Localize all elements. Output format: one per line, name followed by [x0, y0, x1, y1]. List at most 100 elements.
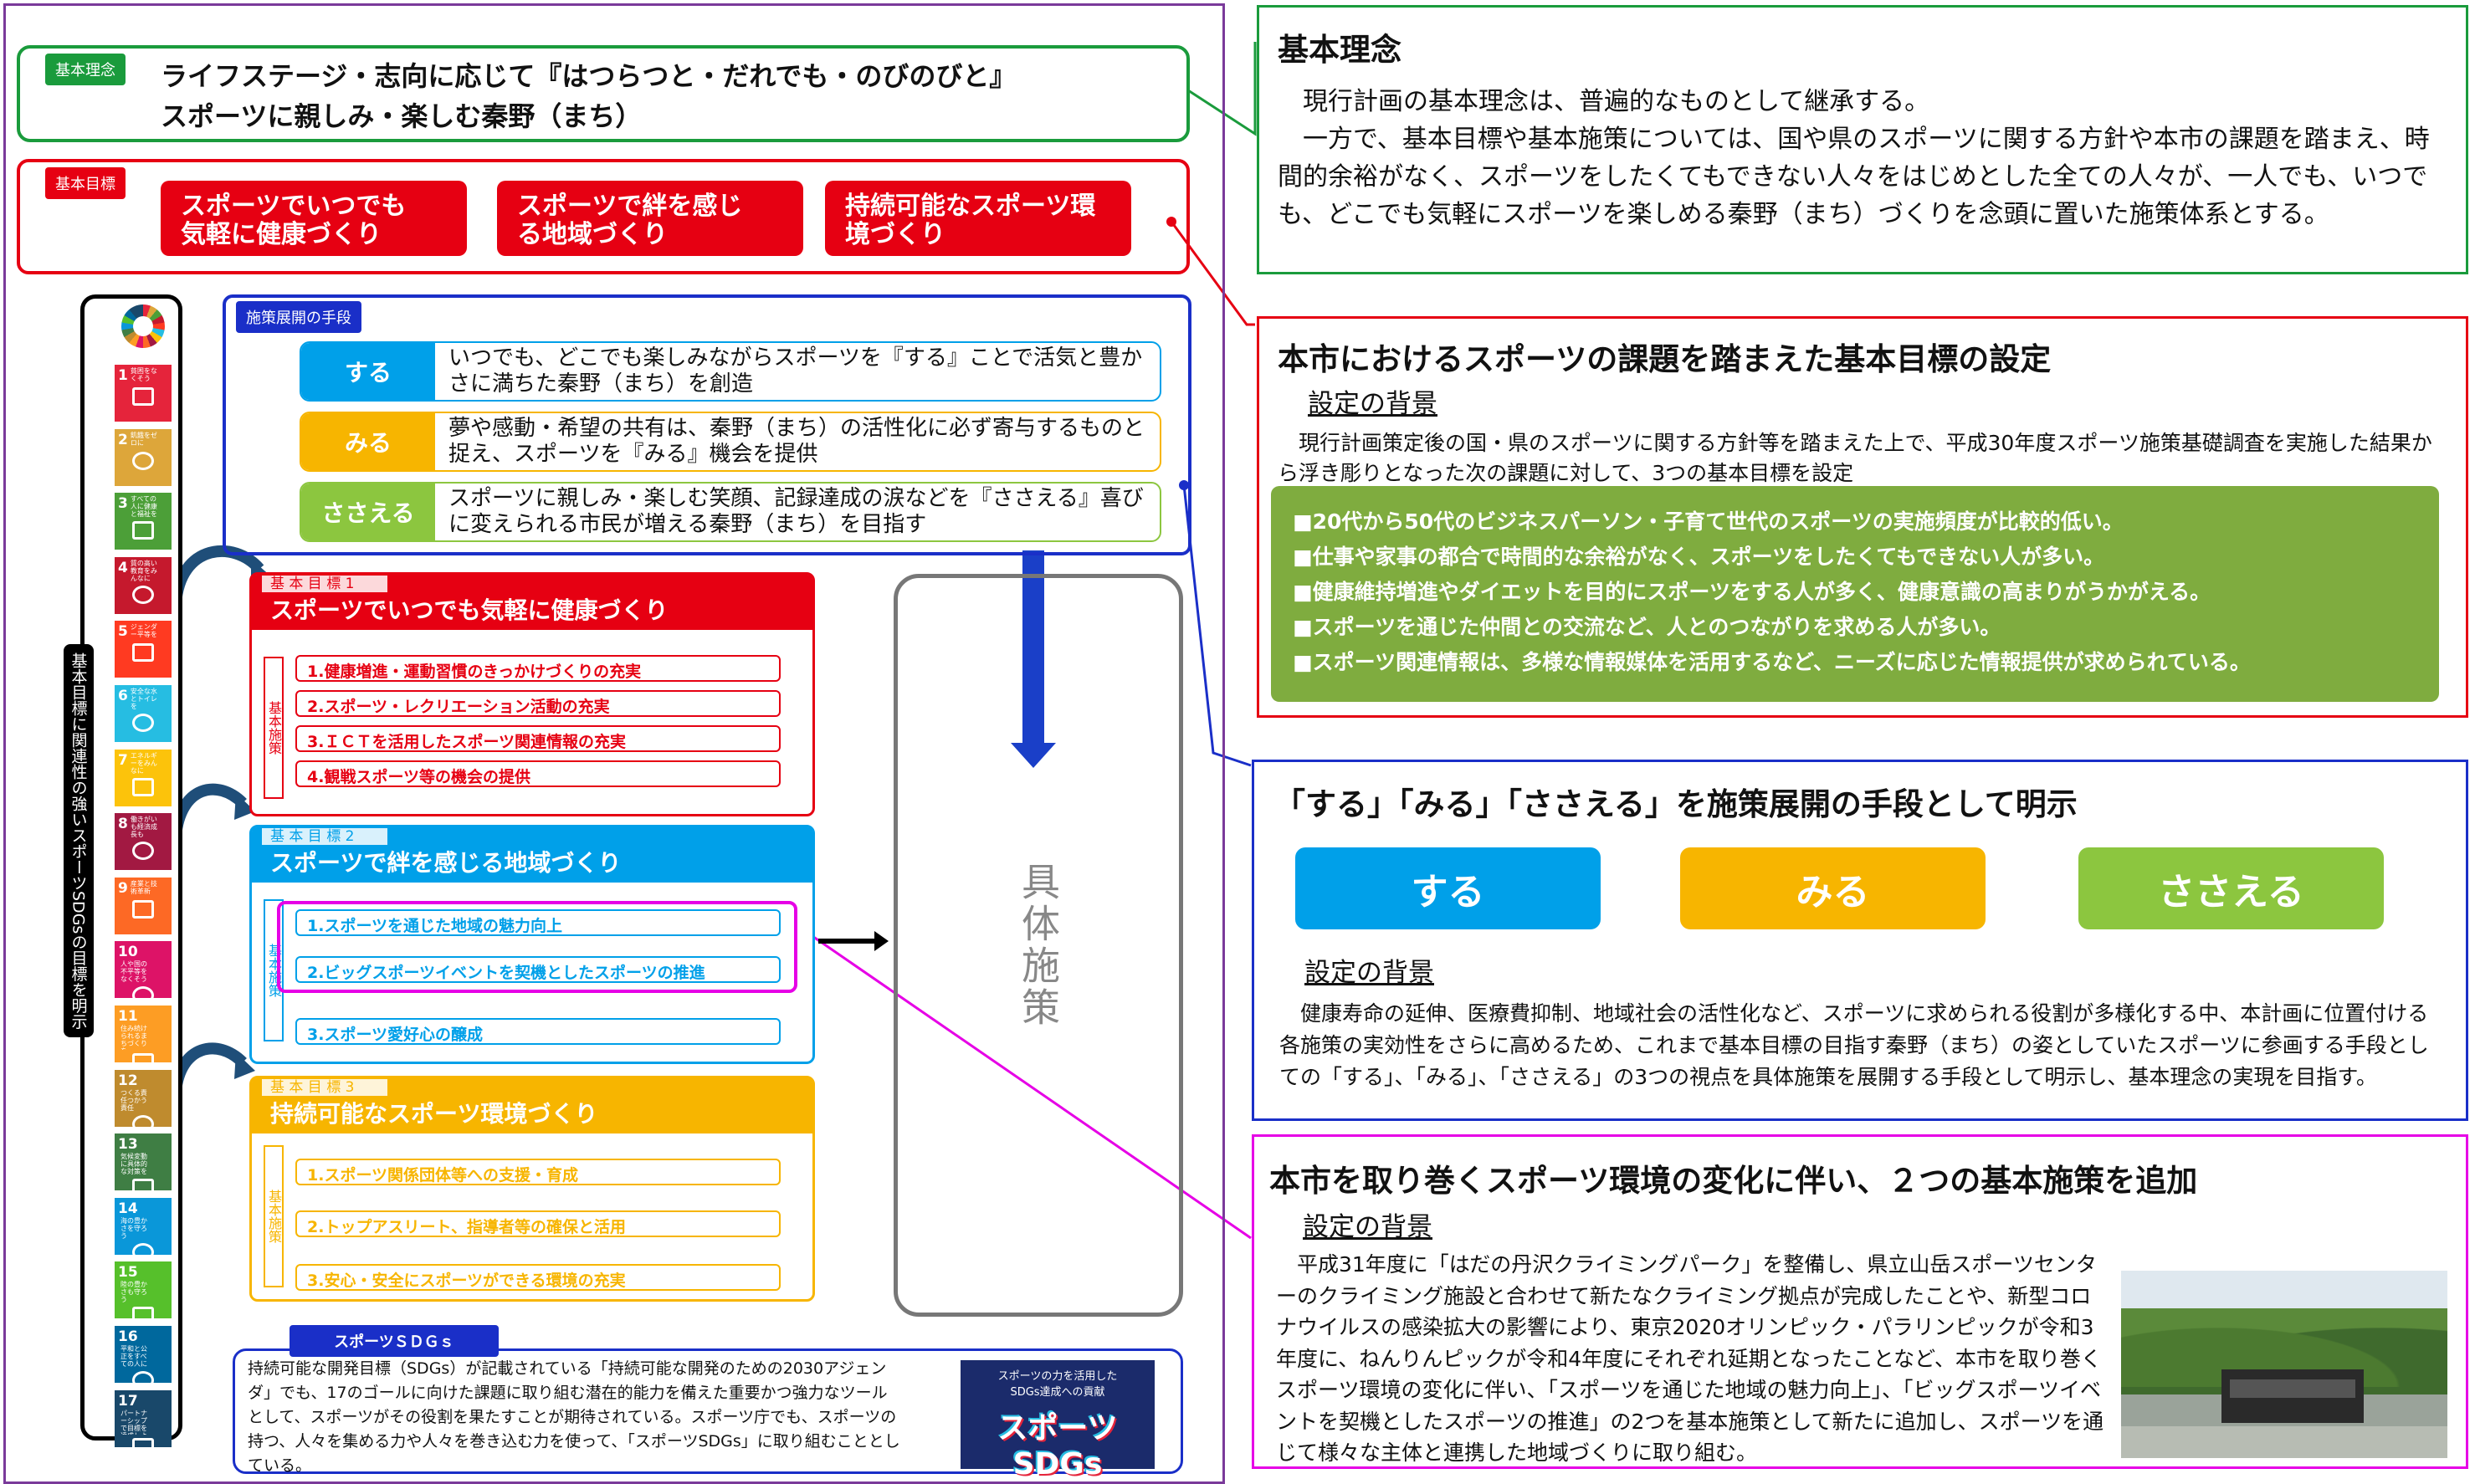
sdg-number: 8 [118, 816, 128, 833]
mode-suru[interactable]: するいつでも、どこでも楽しみながらスポーツを『する』ことで活気と豊かさに満ちた秦… [300, 341, 1161, 402]
goal3-item[interactable]: 3.安心・安全にスポーツができる環境の充実 [295, 1264, 781, 1291]
sdg-title: 海の豊かさを守ろう [120, 1216, 147, 1240]
sports-sdgs-tag: スポーツＳＤＧｓ [290, 1325, 499, 1357]
sdg-number: 4 [118, 559, 128, 576]
goal2-title: スポーツで絆を感じる地域づくり [270, 849, 622, 877]
goal3-item[interactable]: 1.スポーツ関係団体等への支援・育成 [295, 1159, 781, 1185]
goal1-item[interactable]: 1.健康増進・運動習慣のきっかけづくりの充実 [295, 655, 781, 682]
sdg-symbol [132, 1179, 154, 1198]
panel-principle: 基本理念 現行計画の基本理念は、普遍的なものとして継承する。 一方で、基本目標や… [1257, 5, 2468, 274]
goal3-item[interactable]: 2.トップアスリート、指導者等の確保と活用 [295, 1210, 781, 1237]
sdg-title: 住み続けられるまちづくりを [120, 1025, 147, 1050]
goal1-button[interactable]: スポーツでいつでも気軽に健康づくり [161, 181, 467, 256]
principle-line1: ライフステージ・志向に応じて『はつらつと・だれでも・のびのびと』 [161, 60, 1017, 92]
goal1-item[interactable]: 4.観戦スポーツ等の機会の提供 [295, 760, 781, 787]
issue-item: ■20代から50代のビジネスパーソン・子育て世代のスポーツの実施頻度が比較的低い… [1293, 509, 2124, 534]
goal1-item[interactable]: 3.ＩＣＴを活用したスポーツ関連情報の充実 [295, 725, 781, 752]
panel-new-measures: 本市を取り巻くスポーツ環境の変化に伴い、２つの基本施策を追加 設定の背景 平成3… [1252, 1134, 2468, 1469]
goal2-item[interactable]: 3.スポーツ愛好心の醸成 [295, 1018, 781, 1045]
means-box [223, 294, 1191, 555]
sdg-goal-15-icon: 15陸の豊かさも守ろう [115, 1261, 172, 1326]
sdg-symbol [132, 643, 154, 663]
goal1-item[interactable]: 2.スポーツ・レクリエーション活動の充実 [295, 690, 781, 717]
means-tag: 施策展開の手段 [236, 301, 361, 333]
sdg-title: エネルギーをみんなに [130, 751, 157, 775]
issue-item: ■スポーツを通じた仲間との交流など、人とのつながりを求める人が多い。 [1293, 615, 2001, 639]
panel1-p2: 一方で、基本目標や基本施策については、国や県のスポーツに関する方針や本市の課題を… [1278, 125, 2430, 229]
sdg-title: パートナーシップで目標を達成しよう [120, 1409, 147, 1435]
issue-item: ■仕事や家事の都合で時間的な余裕がなく、スポーツをしたくてもできない人が多い。 [1293, 545, 2105, 569]
sdg-title: 陸の豊かさも守ろう [120, 1281, 147, 1304]
issue-item: ■スポーツ関連情報は、多様な情報媒体を活用するなど、ニーズに応じた情報提供が求め… [1293, 650, 2251, 674]
sdg-number: 6 [118, 688, 128, 704]
sdg-number: 2 [118, 431, 128, 448]
goal2-item[interactable]: 2.ビッグスポーツイベントを契機としたスポーツの推進 [295, 956, 781, 983]
sdg-title: すべての人に健康と福祉を [130, 495, 157, 519]
goal1-label-a: スポーツでいつでも [181, 192, 407, 221]
sdg-symbol [132, 777, 154, 796]
goal3-button[interactable]: 持続可能なスポーツ環境づくり [825, 181, 1131, 256]
goal1-label-b: 気軽に健康づくり [181, 220, 382, 249]
goal2-label-b: る地域づくり [517, 220, 668, 249]
goal3-label-a: 持続可能なスポーツ環 [845, 192, 1096, 221]
sdg-number: 9 [118, 879, 128, 897]
panel3-title: 「する」「みる」「ささえる」を施策展開の手段として明示 [1274, 786, 2078, 822]
pill-miru[interactable]: みる [1680, 847, 1986, 929]
concrete-measures-label: 具体施策 [1016, 862, 1061, 1029]
pill-suru[interactable]: する [1295, 847, 1601, 929]
mode-miru[interactable]: みる夢や感動・希望の共有は、秦野（まち）の活性化に必ず寄与するものと捉え、スポー… [300, 412, 1161, 472]
goal2-item[interactable]: 1.スポーツを通じた地域の魅力向上 [295, 909, 781, 936]
mode-sasaeru[interactable]: ささえるスポーツに親しみ・楽しむ笑顔、記録達成の涙などを『ささえる』喜びに変えら… [300, 482, 1161, 542]
principle-tag: 基本理念 [45, 54, 126, 85]
goal3-title: 持続可能なスポーツ環境づくり [270, 1100, 598, 1128]
mode-suru-text: いつでも、どこでも楽しみながらスポーツを『する』ことで活気と豊かさに満ちた秦野（… [448, 345, 1143, 397]
sdg-title: 産業と技術革新 [130, 879, 157, 895]
sdg-title: 貧困をなくそう [130, 367, 157, 382]
concrete-measures-box: 具体施策 [894, 574, 1183, 1317]
mode-miru-text: 夢や感動・希望の共有は、秦野（まち）の活性化に必ず寄与するものと捉え、スポーツを… [448, 416, 1145, 467]
goal1-side-label: 基本施策 [264, 657, 284, 799]
sdg-number: 5 [118, 623, 128, 641]
panel3-text: 健康寿命の延伸、医療費抑制、地域社会の活性化など、スポーツに求められる役割が多様… [1279, 1001, 2429, 1089]
panel2-title: 本市におけるスポーツの課題を踏まえた基本目標の設定 [1278, 341, 2052, 377]
sdg-number: 13 [118, 1136, 138, 1154]
sdg-goal-14-icon: 14海の豊かさを守ろう [115, 1197, 172, 1261]
goal3-block: 基 本 目 標 3 持続可能なスポーツ環境づくり 基本施策 1.スポーツ関係団体等… [249, 1076, 815, 1302]
sdg-number: 12 [118, 1072, 138, 1089]
panel-means: 「する」「みる」「ささえる」を施策展開の手段として明示 設定の背景 健康寿命の延… [1252, 760, 2468, 1121]
sdg-symbol [132, 387, 154, 406]
panel4-subtitle: 設定の背景 [1303, 1212, 1432, 1242]
sdg-symbol [132, 714, 154, 732]
sdg-symbol [132, 842, 154, 861]
goal2-small: 基 本 目 標 2 [262, 828, 387, 845]
goal3-side-label: 基本施策 [264, 1145, 284, 1287]
logo-small-1: スポーツの力を活用した [997, 1370, 1118, 1383]
sports-sdgs-text: 持続可能な開発目標（SDGs）が記載されている「持続可能な開発のための2030ア… [248, 1359, 900, 1475]
mode-miru-label: みる [301, 413, 435, 470]
sdg-symbol [132, 1242, 154, 1261]
goal2-label-a: スポーツで絆を感じ [517, 192, 743, 221]
sdg-goal-10-icon: 10人や国の不平等をなくそう [115, 941, 172, 1006]
sdg-number: 7 [118, 751, 128, 769]
sdg-bar-label: 基本目標に関連性の強いスポーツSDGsの目標を明示 [64, 644, 94, 1037]
goal2-highlight [277, 901, 797, 993]
goal2-button[interactable]: スポーツで絆を感じる地域づくり [497, 181, 803, 256]
sdg-number: 3 [118, 495, 128, 513]
sdg-title: 質の高い教育をみんなに [130, 559, 157, 582]
sdg-symbol [132, 1114, 154, 1133]
pill-sasaeru[interactable]: ささえる [2078, 847, 2384, 929]
sdg-symbol [132, 521, 154, 540]
sdg-title: 気候変動に具体的な対策を [120, 1153, 147, 1176]
panel2-text: 現行計画策定後の国・県のスポーツに関する方針等を踏まえた上で、平成30年度スポー… [1278, 431, 2432, 485]
sdg-number: 14 [118, 1200, 138, 1217]
goal3-small: 基 本 目 標 3 [262, 1079, 387, 1096]
sdg-title: つくる責任つかう責任 [120, 1088, 147, 1112]
goal1-title: スポーツでいつでも気軽に健康づくり [270, 596, 669, 624]
